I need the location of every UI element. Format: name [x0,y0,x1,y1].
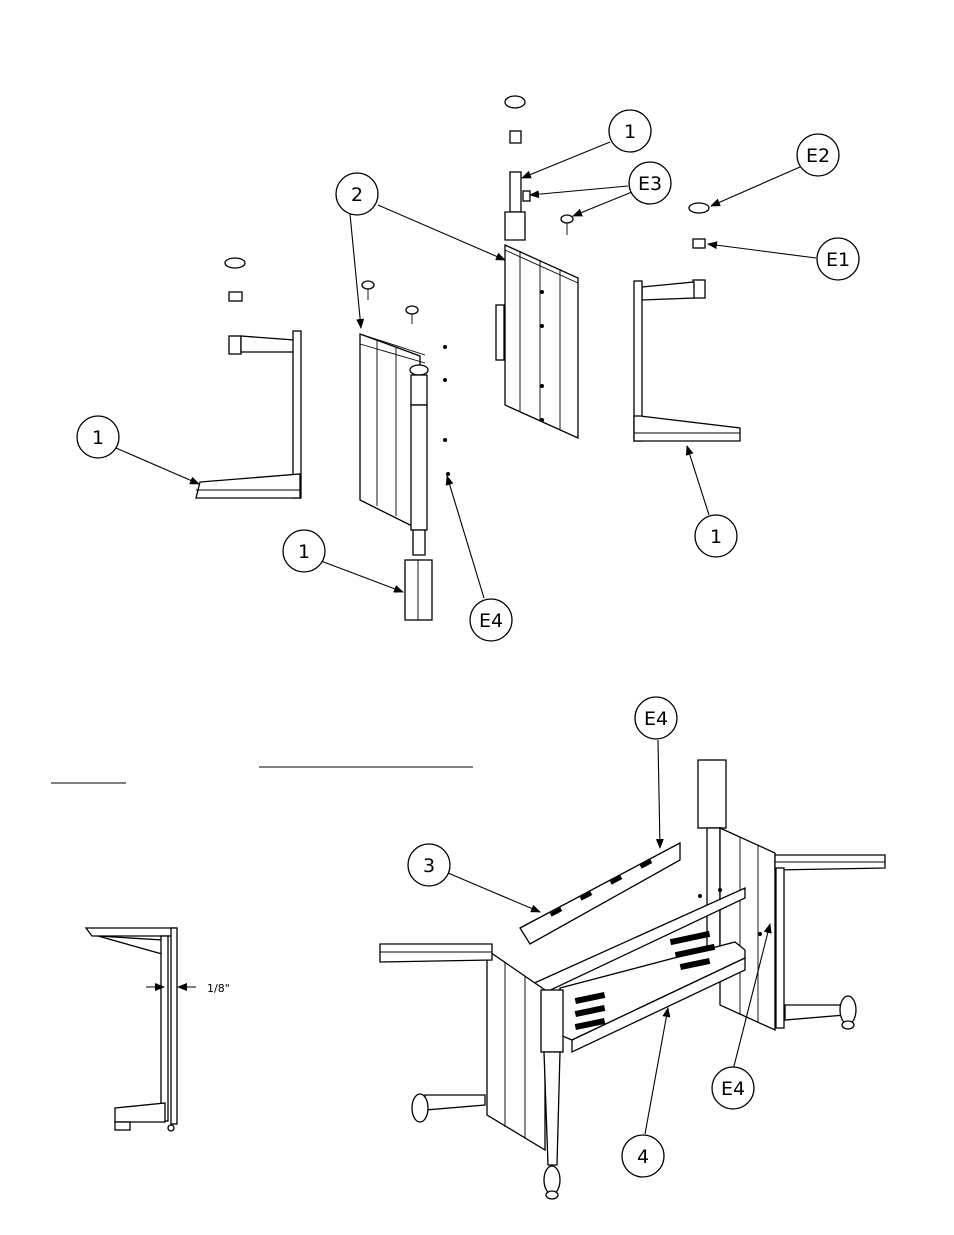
center-panel [360,281,450,620]
balloon-label: E3 [638,173,662,195]
side-detail-view [86,928,196,1131]
balloon-e4-bottom-lower: E4 [712,1067,754,1109]
balloon-e3: E3 [629,162,671,204]
balloon-e4-top: E4 [470,599,512,641]
balloon-e1: E1 [817,238,859,280]
balloon-label: 1 [624,121,636,143]
balloon-label: E4 [721,1078,745,1100]
upper-center-panel [496,96,578,438]
balloon-2: 2 [336,173,378,215]
balloon-label: 1 [710,526,722,548]
balloon-label: 1 [92,427,104,449]
balloon-label: 3 [423,855,435,877]
balloon-4: 4 [622,1135,664,1177]
balloon-3: 3 [408,844,450,886]
balloon-label: E4 [644,708,668,730]
balloon-1-top: 1 [609,110,651,152]
balloon-label: 1 [298,541,310,563]
balloon-e2: E2 [797,134,839,176]
gap-dimension-label: 1/8" [207,982,230,995]
balloon-e4-bottom-upper: E4 [635,697,677,739]
balloon-label: 4 [637,1146,649,1168]
balloon-label: E4 [479,610,503,632]
balloon-label: 2 [351,184,363,206]
balloon-1-left: 1 [77,416,119,458]
balloon-label: E1 [826,249,850,271]
balloon-1-right: 1 [695,515,737,557]
right-side-frame [634,203,740,441]
assembled-workstation [380,760,885,1199]
balloon-label: E2 [806,145,830,167]
left-side-frame [196,258,301,498]
balloon-1-bottom: 1 [283,530,325,572]
